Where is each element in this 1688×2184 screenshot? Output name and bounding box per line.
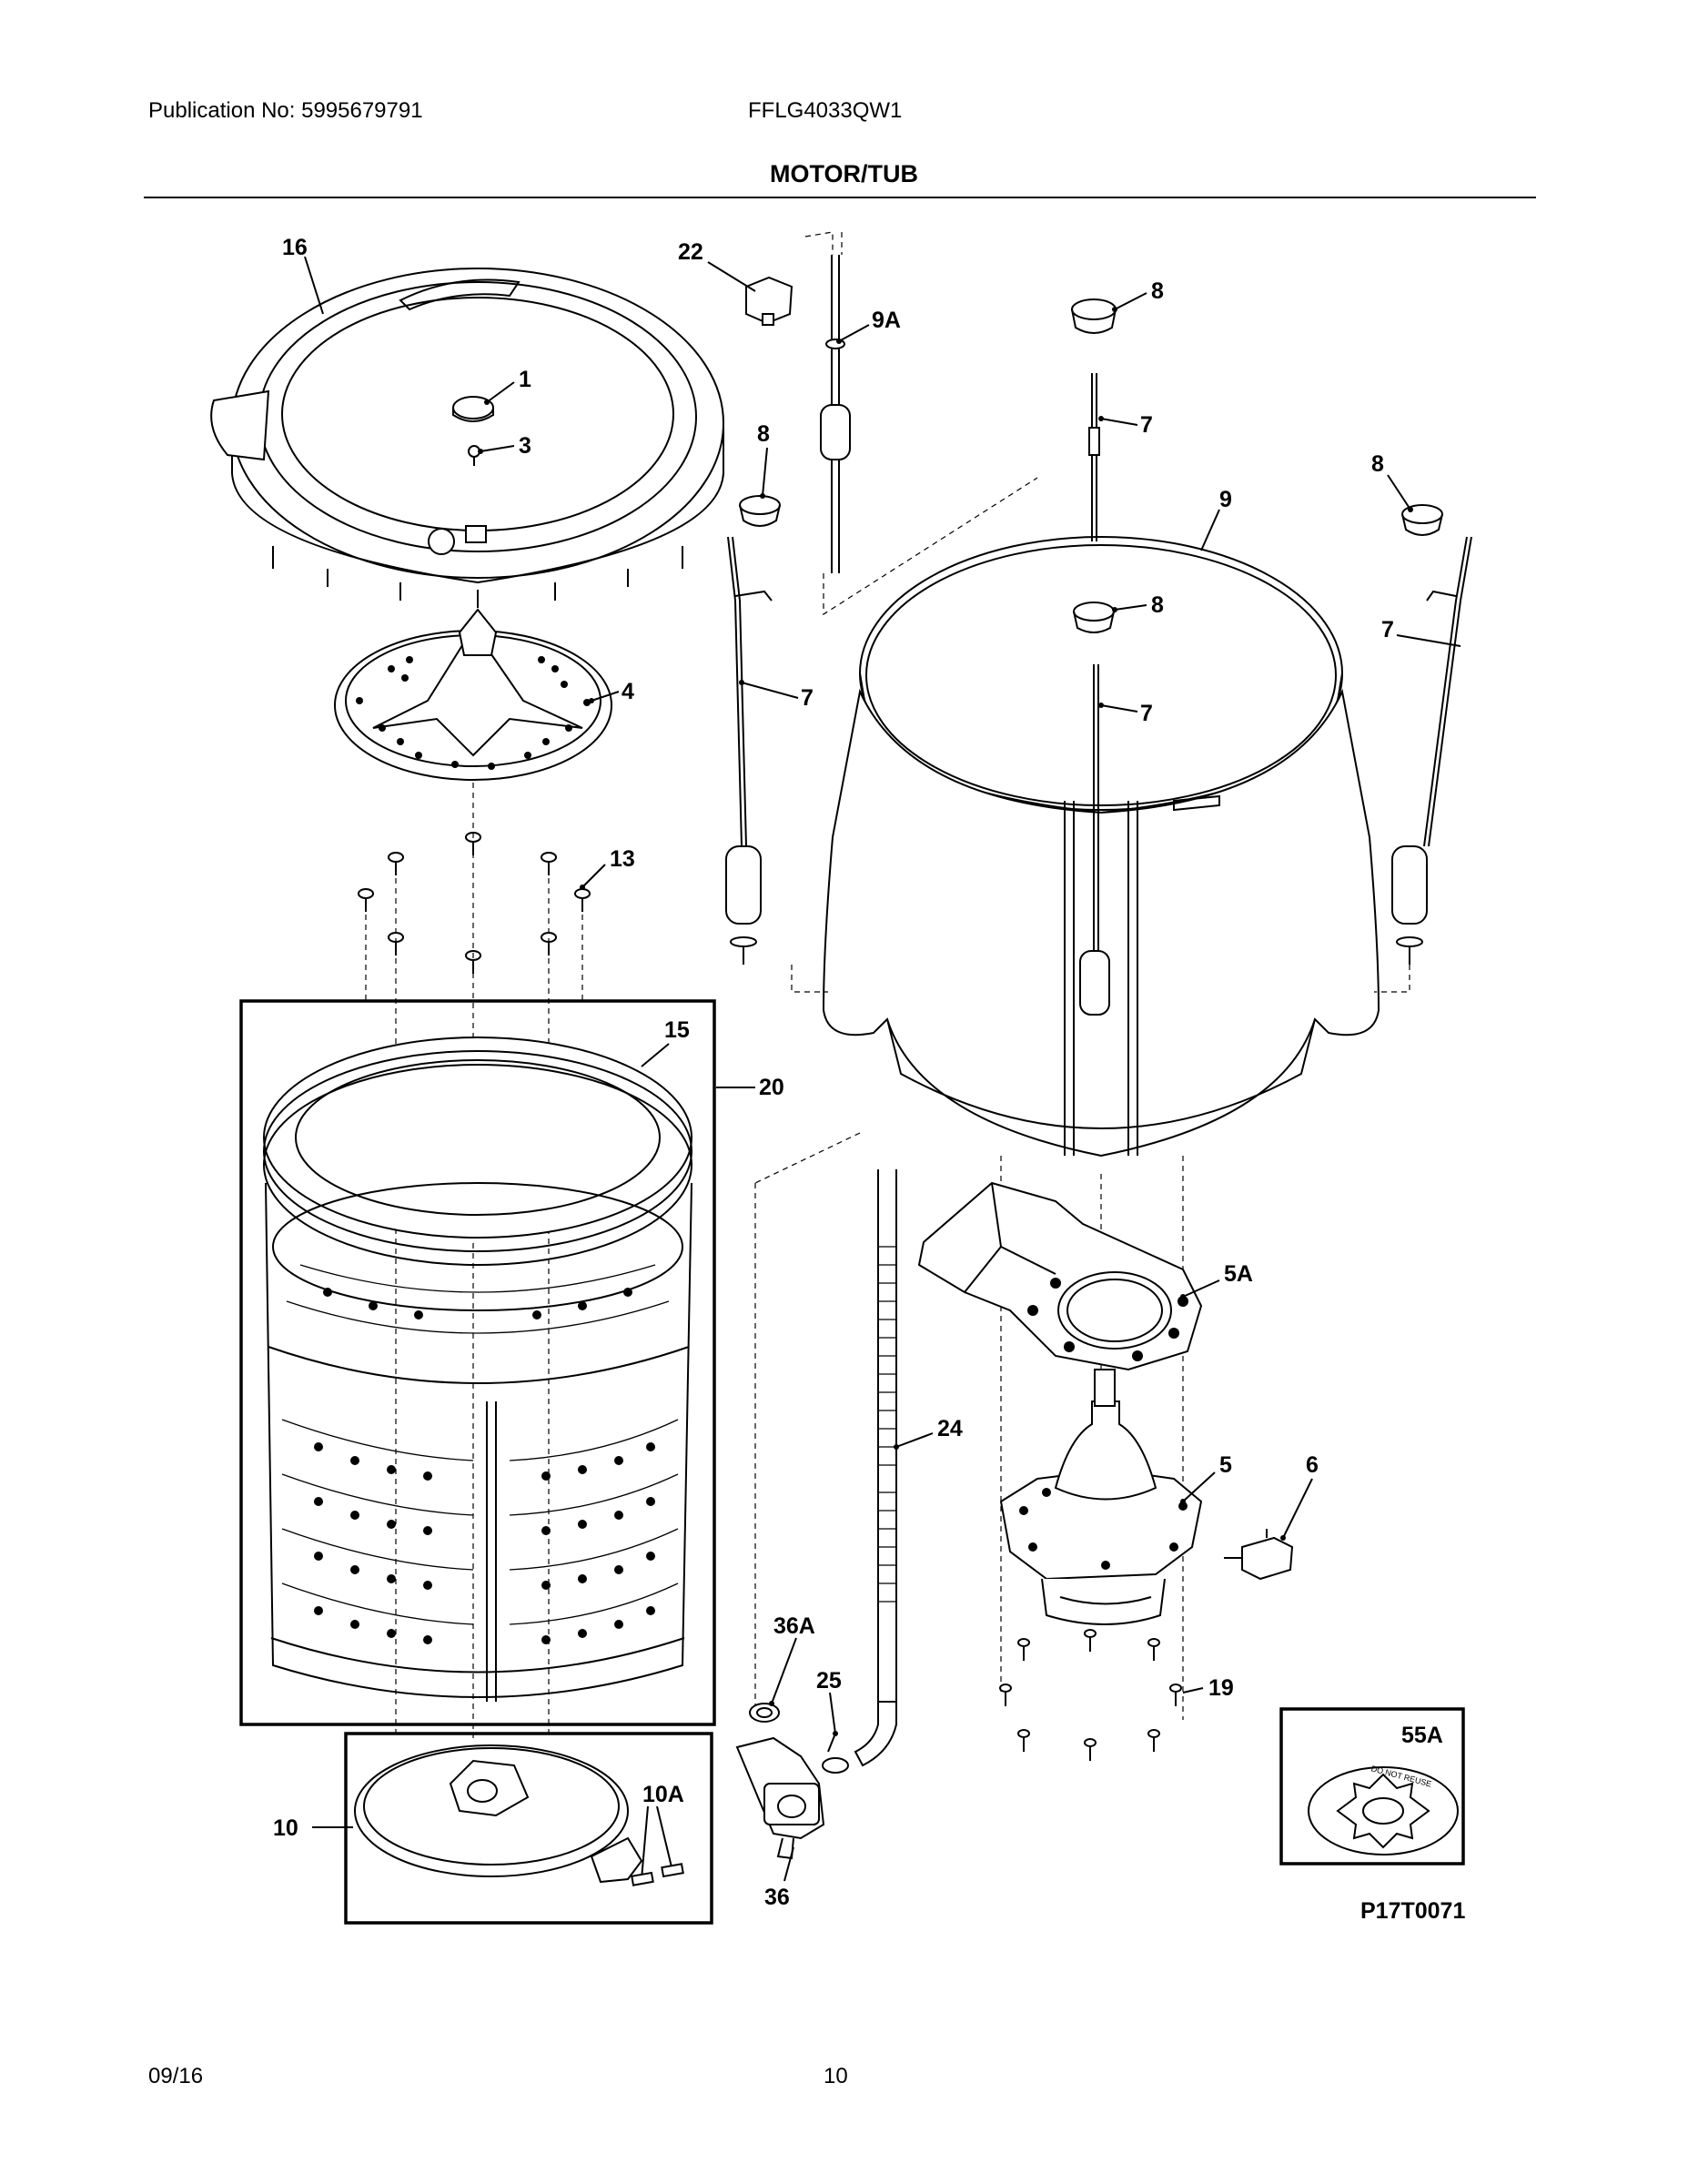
callout-15: 15 xyxy=(664,1017,690,1043)
part-5a-mounting-plate xyxy=(917,1181,1203,1371)
part-8-cap-left xyxy=(739,495,781,527)
part-8-cap-center xyxy=(1073,602,1115,633)
leader-lines xyxy=(304,256,1461,1882)
callout-19: 19 xyxy=(1208,1675,1234,1701)
callout-10: 10 xyxy=(273,1815,298,1841)
part-36-drain-pump xyxy=(735,1736,825,1860)
callout-9: 9 xyxy=(1219,487,1232,512)
callout-7-left: 7 xyxy=(801,685,814,711)
part-16-tub-cover xyxy=(210,268,724,608)
callout-7-right: 7 xyxy=(1381,617,1394,642)
callout-labels: 16 1 3 4 22 9A 8 8 8 8 7 9 7 7 7 13 15 2… xyxy=(273,235,1465,1924)
callout-8-left: 8 xyxy=(757,421,770,447)
alignment-lines-left xyxy=(365,783,583,1738)
model-number: FFLG4033QW1 xyxy=(748,98,903,123)
callout-8-right: 8 xyxy=(1371,451,1384,477)
part-25-clamp xyxy=(822,1733,849,1774)
part-1-cap xyxy=(452,396,494,422)
alignment-lines-hose xyxy=(804,231,1038,616)
part-7-rod-top xyxy=(1088,373,1100,541)
callout-36a: 36A xyxy=(773,1613,815,1639)
callout-7-top: 7 xyxy=(1140,412,1153,438)
part-20-basket-box xyxy=(239,999,716,1726)
callout-36: 36 xyxy=(764,1885,790,1910)
callout-4: 4 xyxy=(622,679,634,704)
callout-7-center: 7 xyxy=(1140,701,1153,726)
publication-date: 09/16 xyxy=(148,2064,204,2088)
callout-24: 24 xyxy=(937,1416,963,1441)
part-10a-bracket xyxy=(590,1805,684,1886)
callout-10a: 10A xyxy=(642,1782,684,1807)
alignment-lines-tub xyxy=(754,965,1410,1720)
callout-13: 13 xyxy=(610,846,635,872)
part-7-rod-left xyxy=(725,536,773,965)
inset-label-55a: 55A xyxy=(1401,1723,1443,1748)
callout-22: 22 xyxy=(678,239,703,265)
part-5-transmission xyxy=(999,1369,1203,1625)
basket-body xyxy=(265,1182,692,1702)
callout-8-top: 8 xyxy=(1151,278,1164,304)
callout-20: 20 xyxy=(759,1075,784,1100)
drawing-code: P17T0071 xyxy=(1360,1898,1465,1924)
callout-9a: 9A xyxy=(872,308,901,333)
part-7-rod-center xyxy=(1093,664,1099,951)
part-8-cap-top xyxy=(1071,298,1117,334)
callout-25: 25 xyxy=(816,1668,842,1694)
part-19-screws xyxy=(999,1629,1182,1761)
part-22-clip xyxy=(745,276,793,326)
callout-3: 3 xyxy=(519,433,531,459)
leader-arrowheads xyxy=(478,307,1413,1736)
part-9a-pressure-hose xyxy=(820,255,851,573)
part-55a-retainer: DO NOT REUSE xyxy=(1308,1764,1459,1855)
part-9-outer-tub xyxy=(822,536,1380,1158)
callout-5a: 5A xyxy=(1224,1261,1253,1287)
callout-8-center: 8 xyxy=(1151,592,1164,618)
part-24-drain-hose xyxy=(854,1169,897,1767)
part-6-sensor xyxy=(1224,1529,1294,1581)
part-4-impeller xyxy=(334,608,612,781)
header-rule xyxy=(144,197,1536,198)
part-36a-seal xyxy=(749,1703,780,1723)
publication-number: Publication No: 5995679791 xyxy=(148,98,423,123)
part-15-balance-ring xyxy=(263,1036,692,1311)
part-10-hub xyxy=(354,1744,629,1877)
callout-16: 16 xyxy=(282,235,308,260)
callout-6: 6 xyxy=(1306,1452,1319,1478)
part-13-screws xyxy=(358,832,591,974)
inset-55a-box xyxy=(1279,1707,1465,1866)
page-title: MOTOR/TUB xyxy=(770,160,918,187)
part-7-rod-right xyxy=(1391,536,1472,965)
callout-1: 1 xyxy=(519,367,531,392)
page-number: 10 xyxy=(824,2064,848,2088)
callout-5: 5 xyxy=(1219,1452,1232,1478)
inset-warning-text: DO NOT REUSE xyxy=(1370,1764,1433,1788)
